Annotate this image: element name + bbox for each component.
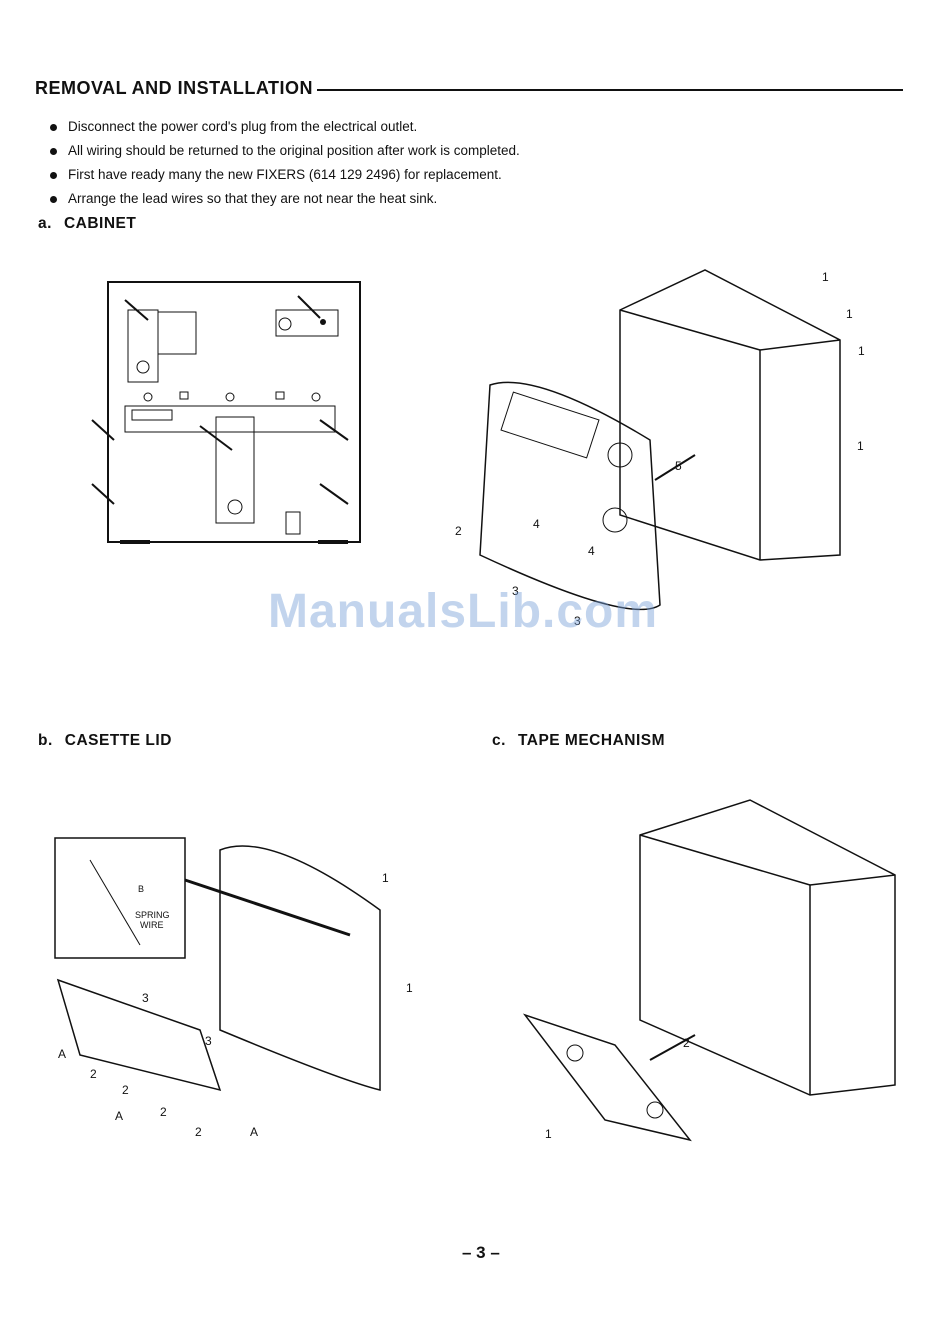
bullet-icon (50, 195, 57, 203)
page-number: – 3 – (462, 1243, 500, 1262)
svg-text:2: 2 (90, 1067, 97, 1081)
tape-mechanism-diagram: 2 1 (515, 795, 905, 1175)
svg-text:1: 1 (846, 307, 853, 321)
svg-text:2: 2 (160, 1105, 167, 1119)
svg-text:3: 3 (142, 991, 149, 1005)
watermark: ManualsLib.com (268, 585, 659, 638)
svg-text:WIRE: WIRE (140, 920, 164, 930)
svg-text:A: A (115, 1109, 123, 1123)
svg-text:4: 4 (588, 544, 595, 558)
casette-lid-diagram: B SPRING WIRE 1 1 3 3 A 2 2 A 2 2 A (50, 830, 450, 1150)
svg-text:1: 1 (406, 981, 413, 995)
svg-text:1: 1 (382, 871, 389, 885)
svg-text:1: 1 (545, 1127, 552, 1141)
svg-text:4: 4 (533, 517, 540, 531)
section-b-heading: b.CASETTE LID (38, 732, 172, 749)
page-title: REMOVAL AND INSTALLATION (35, 78, 313, 98)
svg-text:3: 3 (574, 614, 581, 628)
list-item: All wiring should be returned to the ori… (50, 139, 520, 163)
bullet-icon (50, 123, 57, 131)
svg-text:2: 2 (195, 1125, 202, 1139)
svg-text:A: A (250, 1125, 258, 1139)
bullet-icon (50, 171, 57, 179)
list-item: First have ready many the new FIXERS (61… (50, 163, 520, 187)
cabinet-exploded-diagram: 1 1 1 1 5 2 4 4 3 3 (450, 265, 910, 645)
svg-text:5: 5 (675, 459, 682, 473)
section-c-heading: c.TAPE MECHANISM (492, 732, 666, 749)
svg-text:3: 3 (512, 584, 519, 598)
svg-text:A: A (58, 1047, 66, 1061)
bullet-icon (50, 147, 57, 155)
svg-text:SPRING: SPRING (135, 910, 170, 920)
list-item: Disconnect the power cord's plug from th… (50, 115, 520, 139)
instruction-list: Disconnect the power cord's plug from th… (50, 115, 520, 211)
section-title: REMOVAL AND INSTALLATION (35, 78, 903, 99)
svg-text:1: 1 (858, 344, 865, 358)
section-a-heading: a.CABINET (38, 215, 137, 232)
svg-text:2: 2 (122, 1083, 129, 1097)
svg-text:1: 1 (822, 270, 829, 284)
svg-text:3: 3 (205, 1034, 212, 1048)
svg-text:2: 2 (455, 524, 462, 538)
cabinet-rear-diagram (80, 272, 380, 562)
svg-text:1: 1 (857, 439, 864, 453)
svg-text:B: B (138, 884, 144, 894)
svg-text:2: 2 (683, 1036, 690, 1050)
list-item: Arrange the lead wires so that they are … (50, 187, 520, 211)
title-rule (316, 88, 903, 91)
